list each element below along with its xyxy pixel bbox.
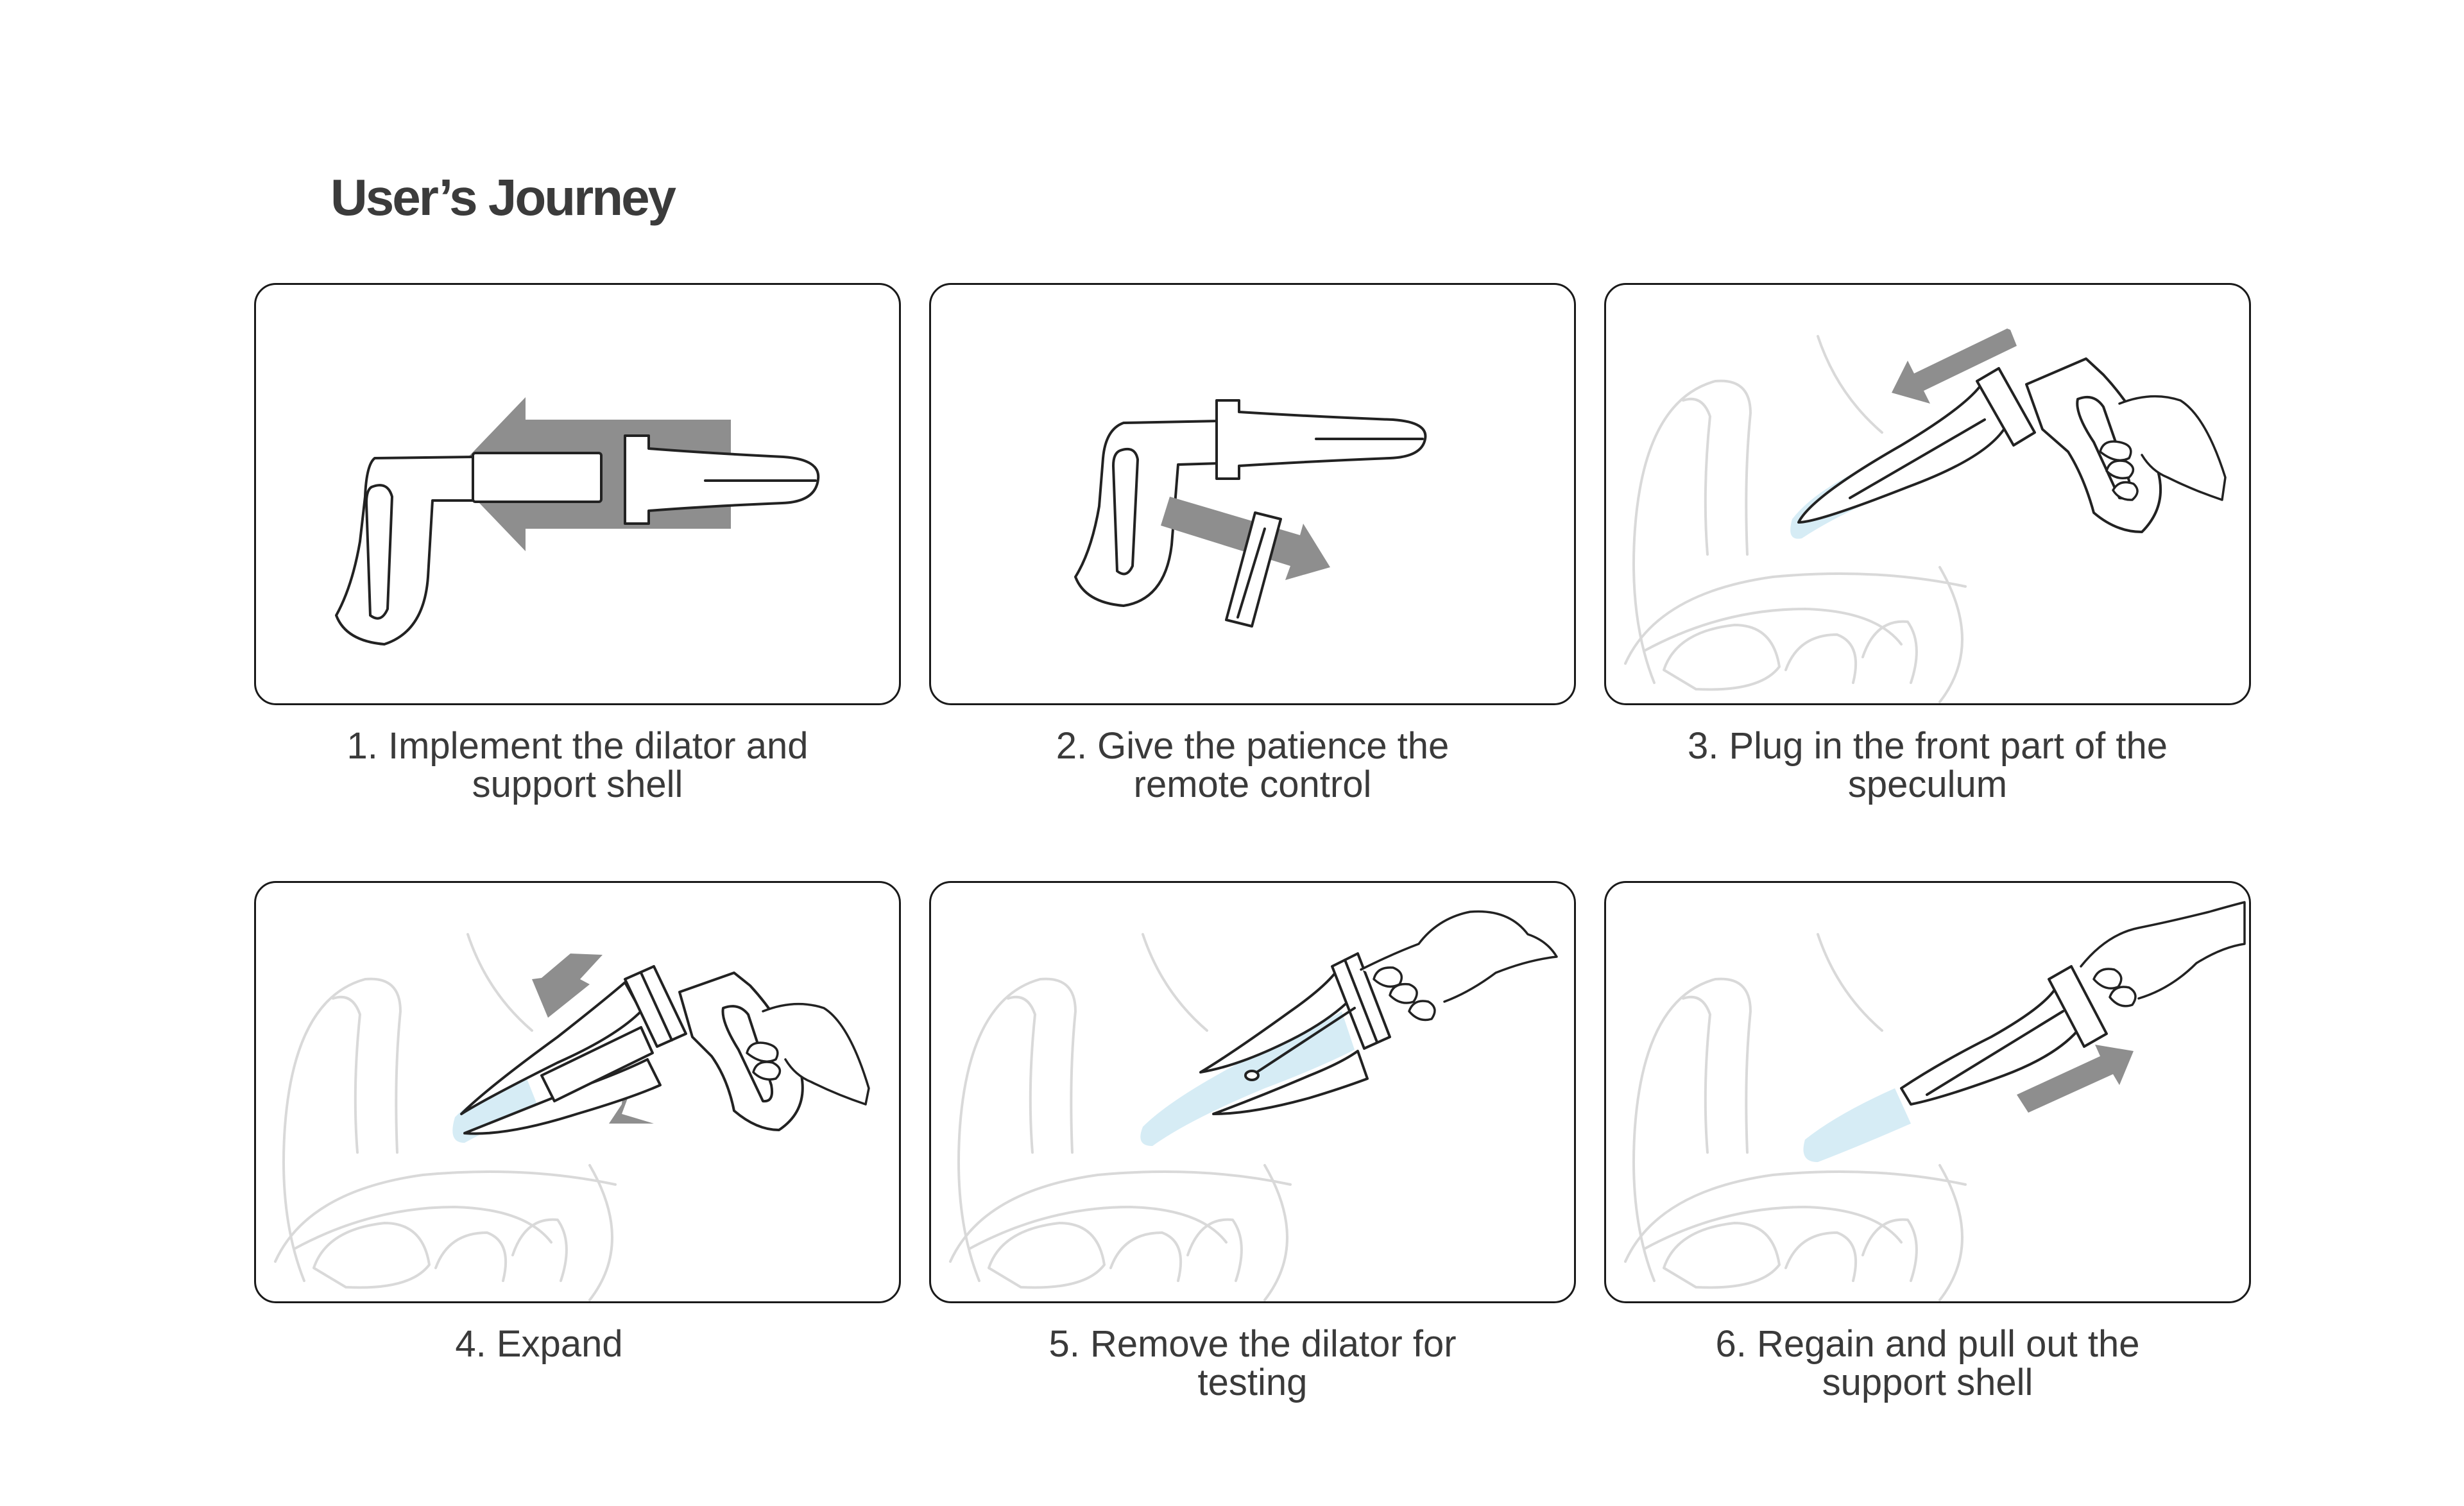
implement-dilator-illustration xyxy=(335,397,820,646)
speculum-handle xyxy=(335,456,475,646)
step-caption-1: 1. Implement the dilator and support she… xyxy=(346,725,809,805)
shell-split-line xyxy=(1926,1010,2064,1096)
anatomy-outline xyxy=(949,933,1292,1301)
illustration-panel-5 xyxy=(929,881,1576,1303)
illustration-panel-3 xyxy=(1604,283,2251,705)
gripping-hand xyxy=(746,1002,870,1106)
step-caption-4: 4. Expand xyxy=(455,1323,623,1365)
illustration-panel-2 xyxy=(929,283,1576,705)
remote-out-arrow xyxy=(1161,497,1330,580)
anatomy-outline xyxy=(1624,933,1967,1301)
pull-out-shell-illustration xyxy=(1624,901,2246,1301)
remote-control-illustration xyxy=(1074,399,1427,628)
handle-grip-slot xyxy=(1112,447,1139,576)
illustration-panel-6 xyxy=(1604,881,2251,1303)
anatomy-outline xyxy=(274,933,617,1301)
shell-split-line xyxy=(1849,418,1986,499)
shell-collar xyxy=(1976,367,2036,447)
swab-tip xyxy=(1244,1070,1260,1081)
support-shell xyxy=(1797,383,2006,524)
handle-grip-slot xyxy=(365,484,393,620)
push-in-arrow xyxy=(1892,329,2017,404)
dilator-block xyxy=(472,452,603,503)
remove-dilator-illustration xyxy=(949,910,1558,1301)
step-caption-6: 6. Regain and pull out the support shell xyxy=(1715,1323,2140,1403)
swab-stick xyxy=(1251,1007,1356,1077)
anatomy-outline xyxy=(1624,335,1967,703)
illustration-panel-1 xyxy=(254,283,901,705)
plug-front-illustration xyxy=(1624,329,2227,703)
expand-down-arrow xyxy=(609,1075,654,1124)
expand-up-arrow xyxy=(532,954,603,1018)
page-title: User’s Journey xyxy=(330,169,676,226)
remote-divider xyxy=(1236,527,1266,619)
dilator-core xyxy=(540,1026,654,1102)
lower-blade xyxy=(1212,1050,1369,1115)
speculum-tip-highlight xyxy=(452,1075,538,1143)
gripping-hand xyxy=(2099,395,2227,501)
speculum-tip-highlight xyxy=(1803,1088,1911,1162)
expand-illustration xyxy=(274,933,870,1301)
illustration-panel-4 xyxy=(254,881,901,1303)
pull-out-arrow xyxy=(2017,1045,2134,1113)
step-caption-3: 3. Plug in the front part of the speculu… xyxy=(1687,725,2168,805)
collar-line xyxy=(1344,959,1378,1043)
shell-collar xyxy=(2048,965,2108,1048)
step-caption-5: 5. Remove the dilator for testing xyxy=(1048,1323,1457,1403)
collar-line xyxy=(640,971,673,1041)
pulling-hand xyxy=(2080,901,2246,1007)
speculum-handle xyxy=(1074,420,1221,607)
pulling-hand xyxy=(1360,910,1558,1022)
step-caption-2: 2. Give the patience the remote control xyxy=(1056,725,1450,805)
